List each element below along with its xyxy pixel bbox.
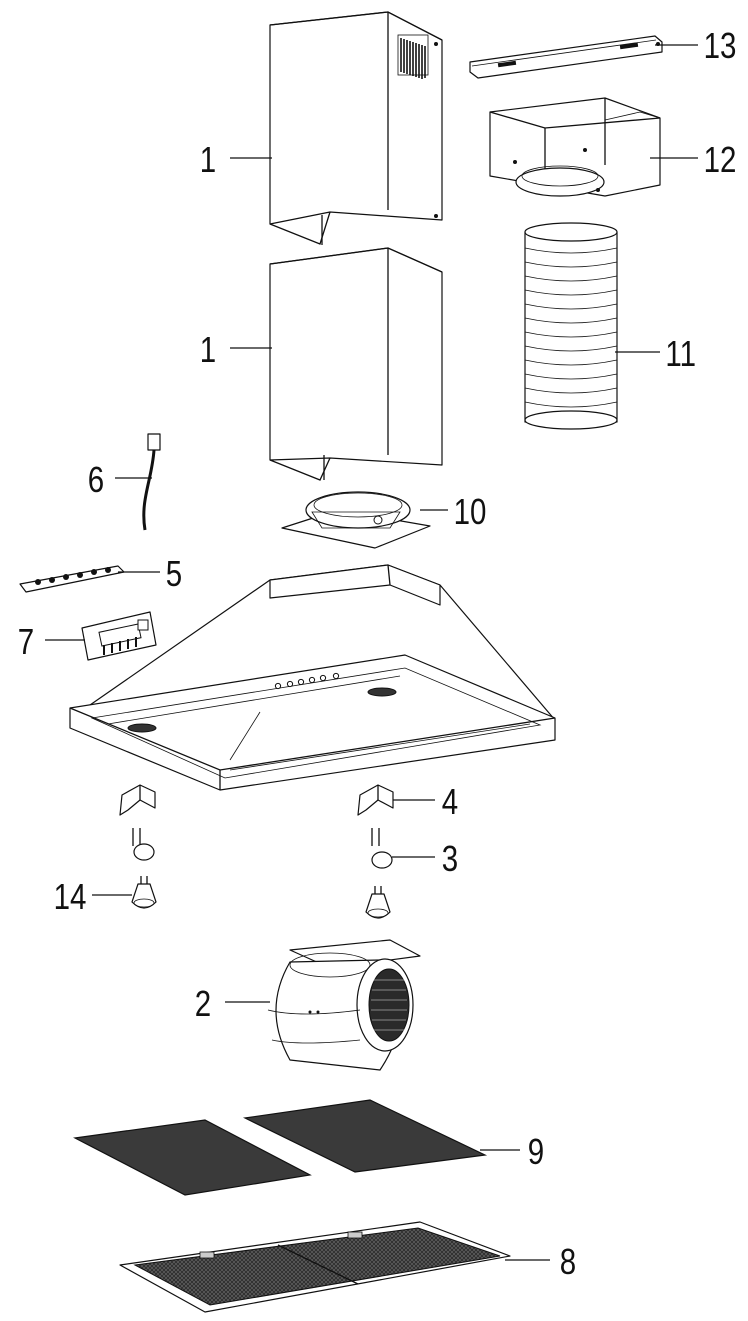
lamp-holder-bracket-right xyxy=(357,784,394,816)
callout-10: 10 xyxy=(454,491,487,531)
leader-lines xyxy=(45,44,698,1261)
callout-labels: 1 1 13 12 11 6 10 5 7 4 3 14 2 9 8 xyxy=(18,25,737,1281)
callout-4: 4 xyxy=(442,781,458,821)
callout-14: 14 xyxy=(54,876,87,916)
callout-9: 9 xyxy=(528,1131,544,1171)
callout-13: 13 xyxy=(704,25,737,65)
lamp-holder-bracket-left xyxy=(119,784,156,816)
front-control-buttons xyxy=(274,672,340,690)
led-bulb-left xyxy=(131,876,157,909)
callout-11: 11 xyxy=(665,333,696,373)
grease-filter-right xyxy=(242,1099,488,1173)
callout-1-upper: 1 xyxy=(200,139,216,179)
chimney-cover-lower xyxy=(269,247,443,481)
callout-1-lower: 1 xyxy=(200,329,216,369)
air-outlet-flange xyxy=(281,491,431,549)
callout-7: 7 xyxy=(18,621,34,661)
mounting-bracket xyxy=(469,35,663,79)
callout-3: 3 xyxy=(442,838,458,878)
lamp-holder-left xyxy=(132,828,155,861)
callout-8: 8 xyxy=(560,1241,576,1281)
callout-6: 6 xyxy=(88,459,104,499)
power-cable xyxy=(142,433,161,531)
vent-slots xyxy=(397,34,429,79)
grease-filter-left xyxy=(73,1119,312,1196)
flexible-duct xyxy=(524,222,618,430)
chimney-bracket xyxy=(489,97,661,197)
motor-blower xyxy=(267,939,421,1071)
callout-12: 12 xyxy=(704,139,737,179)
led-bulb-right xyxy=(365,886,391,919)
filter-panel xyxy=(119,1221,511,1313)
chimney-cover-upper xyxy=(269,11,443,245)
control-board xyxy=(81,611,157,661)
hood-body xyxy=(69,564,556,791)
lamp-holder-right xyxy=(371,828,393,869)
callout-5: 5 xyxy=(166,553,182,593)
control-button-strip xyxy=(19,565,125,593)
callout-2: 2 xyxy=(195,983,211,1023)
